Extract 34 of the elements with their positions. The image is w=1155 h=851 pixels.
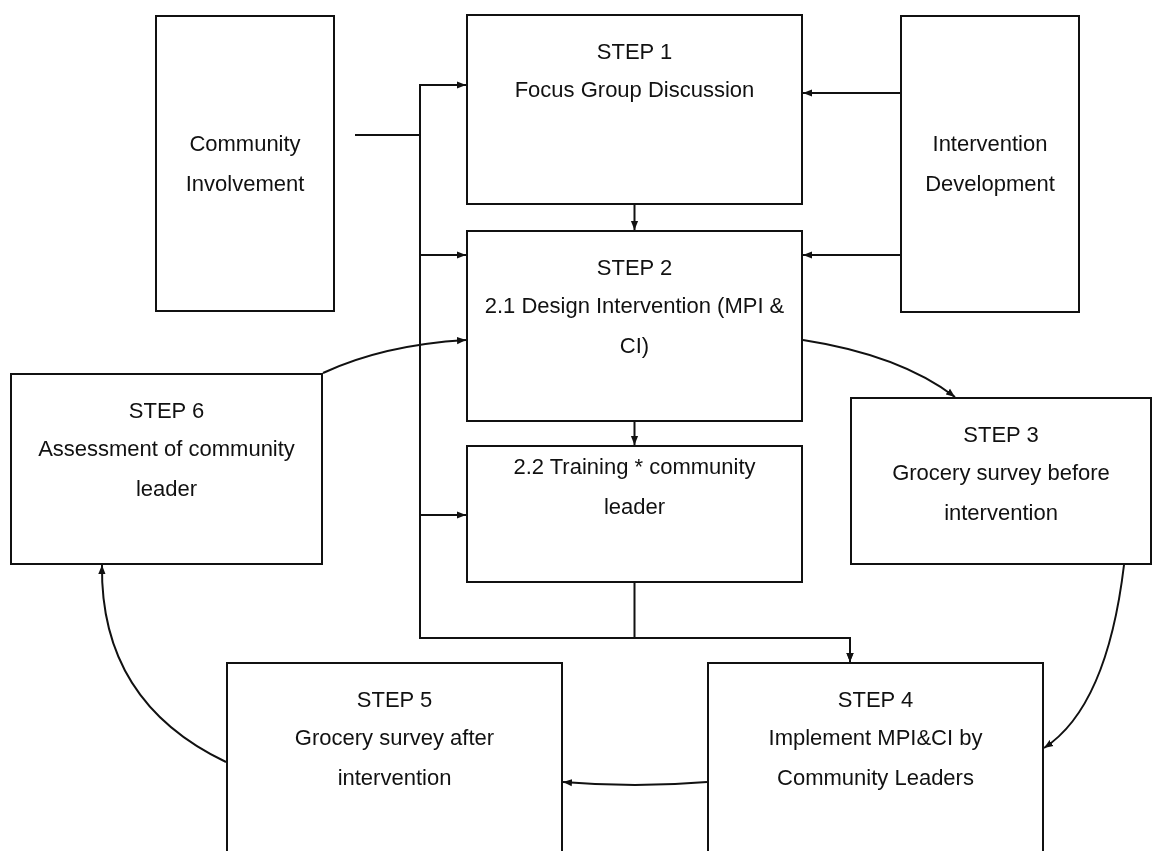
step-heading: STEP 1: [596, 38, 673, 66]
step-heading: STEP 5: [356, 686, 433, 714]
step-heading: STEP 4: [837, 686, 914, 714]
step-description: 2.2 Training * community leader: [512, 453, 757, 521]
arrow: [802, 339, 956, 398]
arrow: [802, 251, 901, 259]
step-description: Community Involvement: [184, 129, 306, 198]
process-box: [466, 445, 803, 583]
arrow: [802, 89, 901, 97]
step-heading: STEP 3: [963, 421, 1039, 449]
step-heading: STEP 2: [596, 254, 673, 282]
step-description: Grocery survey after intervention: [293, 724, 496, 792]
arrow: [322, 337, 467, 374]
step-description: Implement MPI&CI by Community Leaders: [767, 724, 984, 792]
arrow: [630, 421, 639, 446]
process-box: [707, 662, 1044, 851]
step-description: Grocery survey before intervention: [891, 459, 1111, 527]
arrow: [98, 564, 227, 763]
process-box: [850, 397, 1152, 565]
step-description: 2.1 Design Intervention (MPI & CI): [483, 292, 786, 360]
step-heading: STEP 6: [128, 397, 205, 425]
process-box: [10, 373, 323, 565]
step-description: Assessment of community leader: [37, 435, 296, 503]
arrow: [633, 582, 854, 663]
process-box: [155, 15, 335, 312]
arrow: [562, 779, 708, 787]
process-box: [466, 14, 803, 205]
arrow: [1043, 564, 1125, 749]
process-box: [226, 662, 563, 851]
process-box: [900, 15, 1080, 313]
process-box: [466, 230, 803, 422]
step-description: Intervention Development: [924, 130, 1056, 198]
step-description: Focus Group Discussion: [514, 76, 755, 104]
arrow: [630, 204, 639, 231]
